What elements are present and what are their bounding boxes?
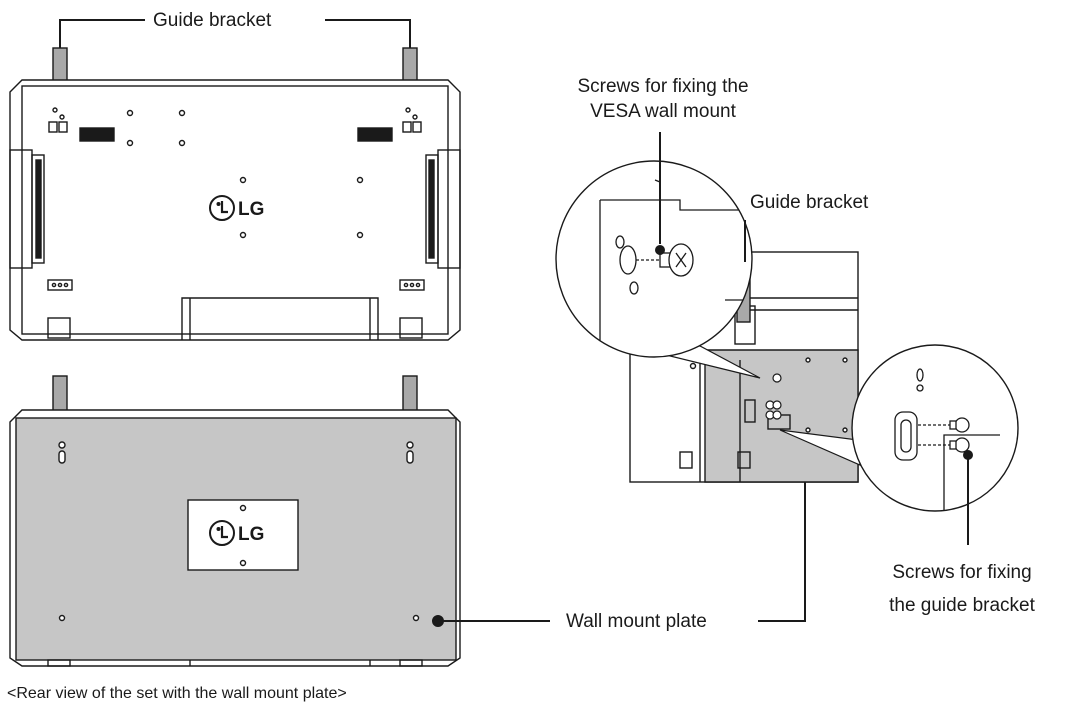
lg-logo-text: LG — [238, 199, 264, 220]
guide-bracket-leader-top — [59, 19, 411, 48]
label-guide-screws-line2: the guide bracket — [889, 595, 1035, 616]
label-vesa-screws: Screws for fixing the VESA wall mount — [558, 74, 768, 124]
label-guide-bracket-top: Guide bracket — [153, 8, 272, 33]
guide-bracket-right-bottom — [402, 375, 418, 415]
label-guide-screws-line1: Screws for fixing — [892, 562, 1032, 583]
guide-bracket-left-bottom — [52, 375, 68, 415]
label-vesa-screws-line2: VESA wall mount — [590, 101, 736, 122]
label-vesa-screws-line1: Screws for fixing the — [577, 76, 749, 97]
vesa-callout — [555, 160, 761, 379]
label-guide-screws: Screws for fixing the guide bracket — [866, 556, 1058, 622]
figure-caption: <Rear view of the set with the wall moun… — [7, 685, 347, 702]
wall-mount-plate-leader — [432, 469, 811, 627]
label-wall-mount-plate: Wall mount plate — [566, 609, 707, 634]
guide-screw-callout — [779, 344, 1019, 512]
lg-logo-text: LG — [238, 524, 264, 545]
screw-icon — [765, 373, 782, 420]
lg-logo-icon: LG — [209, 520, 264, 546]
lg-logo-icon: LG — [209, 195, 264, 221]
tv-rear-view-top — [9, 47, 461, 341]
label-guide-bracket-right: Guide bracket — [750, 192, 869, 213]
tv-rear-view-bottom — [9, 375, 461, 667]
